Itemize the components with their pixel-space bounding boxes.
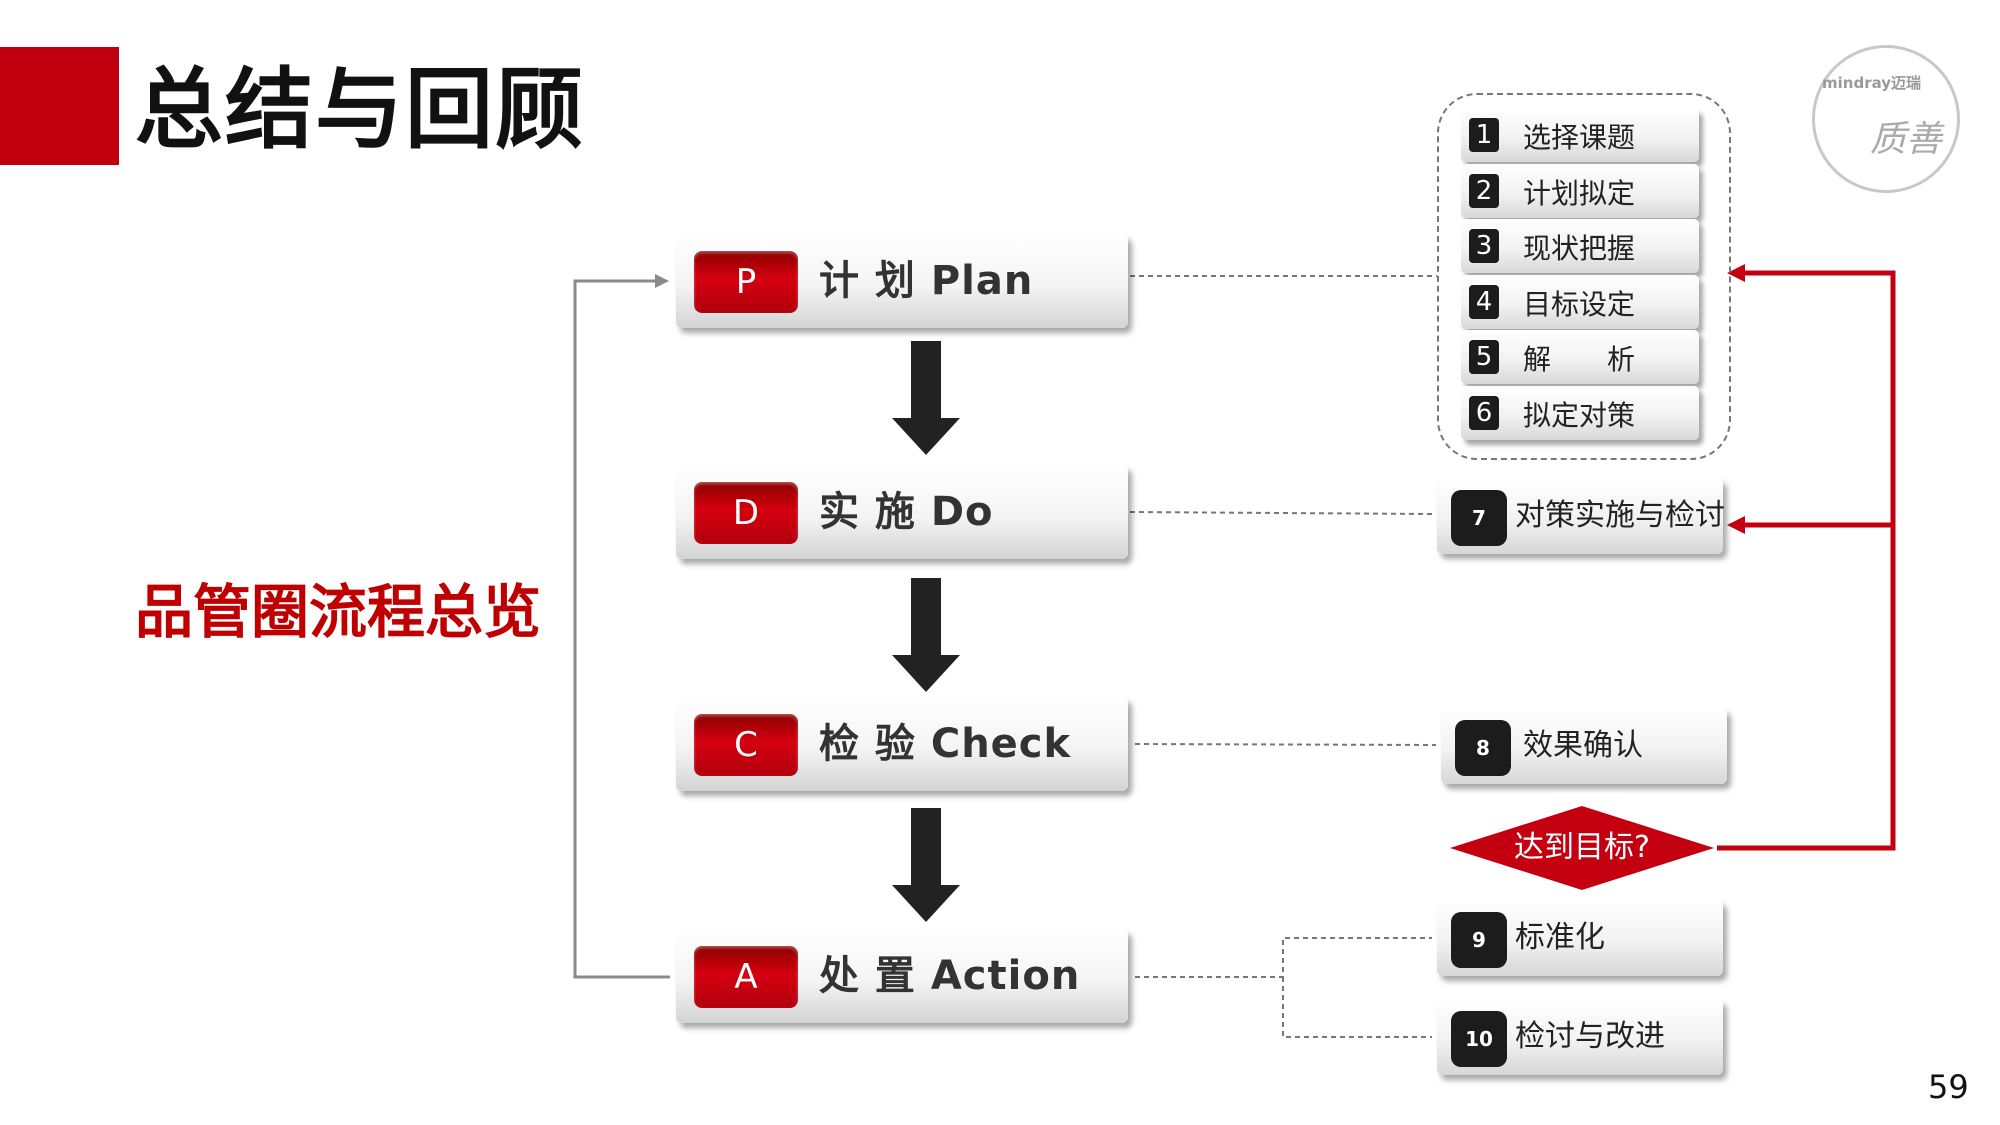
step-number: 6 [1469, 396, 1499, 430]
down-arrow-c-a [892, 808, 960, 922]
loop-back-line [573, 279, 670, 979]
step-label: 拟定对策 [1523, 399, 1636, 432]
step-number: 3 [1469, 229, 1499, 263]
phase-do-badge: D [694, 482, 798, 544]
phase-check-badge: C [694, 714, 798, 776]
step-number: 8 [1455, 720, 1511, 776]
plan-step: 6 拟定对策 [1461, 386, 1699, 440]
step-label: 对策实施与检讨 [1515, 498, 1725, 533]
decision-label: 达到目标? [1514, 830, 1650, 865]
goal-arrowhead-top [1727, 264, 1745, 282]
do-step: 7 对策实施与检讨 [1437, 478, 1725, 554]
check-step: 8 效果确认 [1441, 708, 1727, 784]
step-number: 7 [1451, 490, 1507, 546]
brand-logo-text: mindray迈瑞 [1822, 74, 1922, 92]
phase-plan-badge: P [694, 251, 798, 313]
phase-action: A 处 置 Action [676, 929, 1128, 1023]
step-number: 10 [1451, 1011, 1507, 1067]
phase-plan: P 计 划 Plan [676, 234, 1128, 328]
brand-logo [1812, 45, 1960, 193]
step-number: 9 [1451, 912, 1507, 968]
phase-do: D 实 施 Do [676, 465, 1128, 559]
down-arrow-p-d [892, 341, 960, 455]
phase-action-badge: A [694, 946, 798, 1008]
plan-step: 1 选择课题 [1461, 108, 1699, 162]
down-arrow-d-c [892, 578, 960, 692]
step-number: 4 [1469, 285, 1499, 319]
page-title: 总结与回顾 [135, 58, 586, 161]
step-label: 检讨与改进 [1515, 1019, 1665, 1054]
step-label: 选择课题 [1523, 121, 1636, 154]
plan-steps-group [1437, 93, 1731, 460]
brand-logo-chars: 质善 [1870, 119, 1943, 160]
goal-arrowhead-mid [1727, 516, 1745, 534]
title-accent-bar [0, 47, 119, 165]
step-label: 计划拟定 [1523, 177, 1636, 210]
phase-do-label: 实 施 Do [819, 489, 994, 535]
phase-plan-label: 计 划 Plan [819, 258, 1034, 304]
step-label: 标准化 [1515, 920, 1605, 955]
step-number: 1 [1469, 118, 1499, 152]
action-step: 9 标准化 [1437, 900, 1723, 976]
loop-arrowhead [655, 274, 669, 288]
plan-step: 4 目标设定 [1461, 275, 1699, 329]
step-number: 2 [1469, 174, 1499, 208]
step-label: 效果确认 [1523, 728, 1643, 763]
step-label: 现状把握 [1523, 232, 1636, 265]
section-subtitle: 品管圈流程总览 [135, 578, 542, 646]
phase-check: C 检 验 Check [676, 697, 1128, 791]
goal-feedback-line [1717, 270, 1896, 851]
step-number: 5 [1469, 340, 1499, 374]
page-number: 59 [1928, 1068, 1969, 1106]
phase-action-label: 处 置 Action [819, 953, 1081, 999]
action-connector [1135, 937, 1432, 978]
decision-diamond [1450, 806, 1714, 890]
step-label: 解 析 [1523, 343, 1636, 376]
check-connector [1134, 743, 1437, 746]
plan-step: 2 计划拟定 [1461, 164, 1699, 218]
action-step: 10 检讨与改进 [1437, 999, 1723, 1075]
phase-check-label: 检 验 Check [819, 721, 1072, 767]
do-connector [1129, 511, 1433, 515]
step-label: 目标设定 [1523, 288, 1636, 321]
action-connector-2 [1282, 977, 1432, 1038]
plan-step: 3 现状把握 [1461, 219, 1699, 273]
plan-step: 5 解 析 [1461, 330, 1699, 384]
